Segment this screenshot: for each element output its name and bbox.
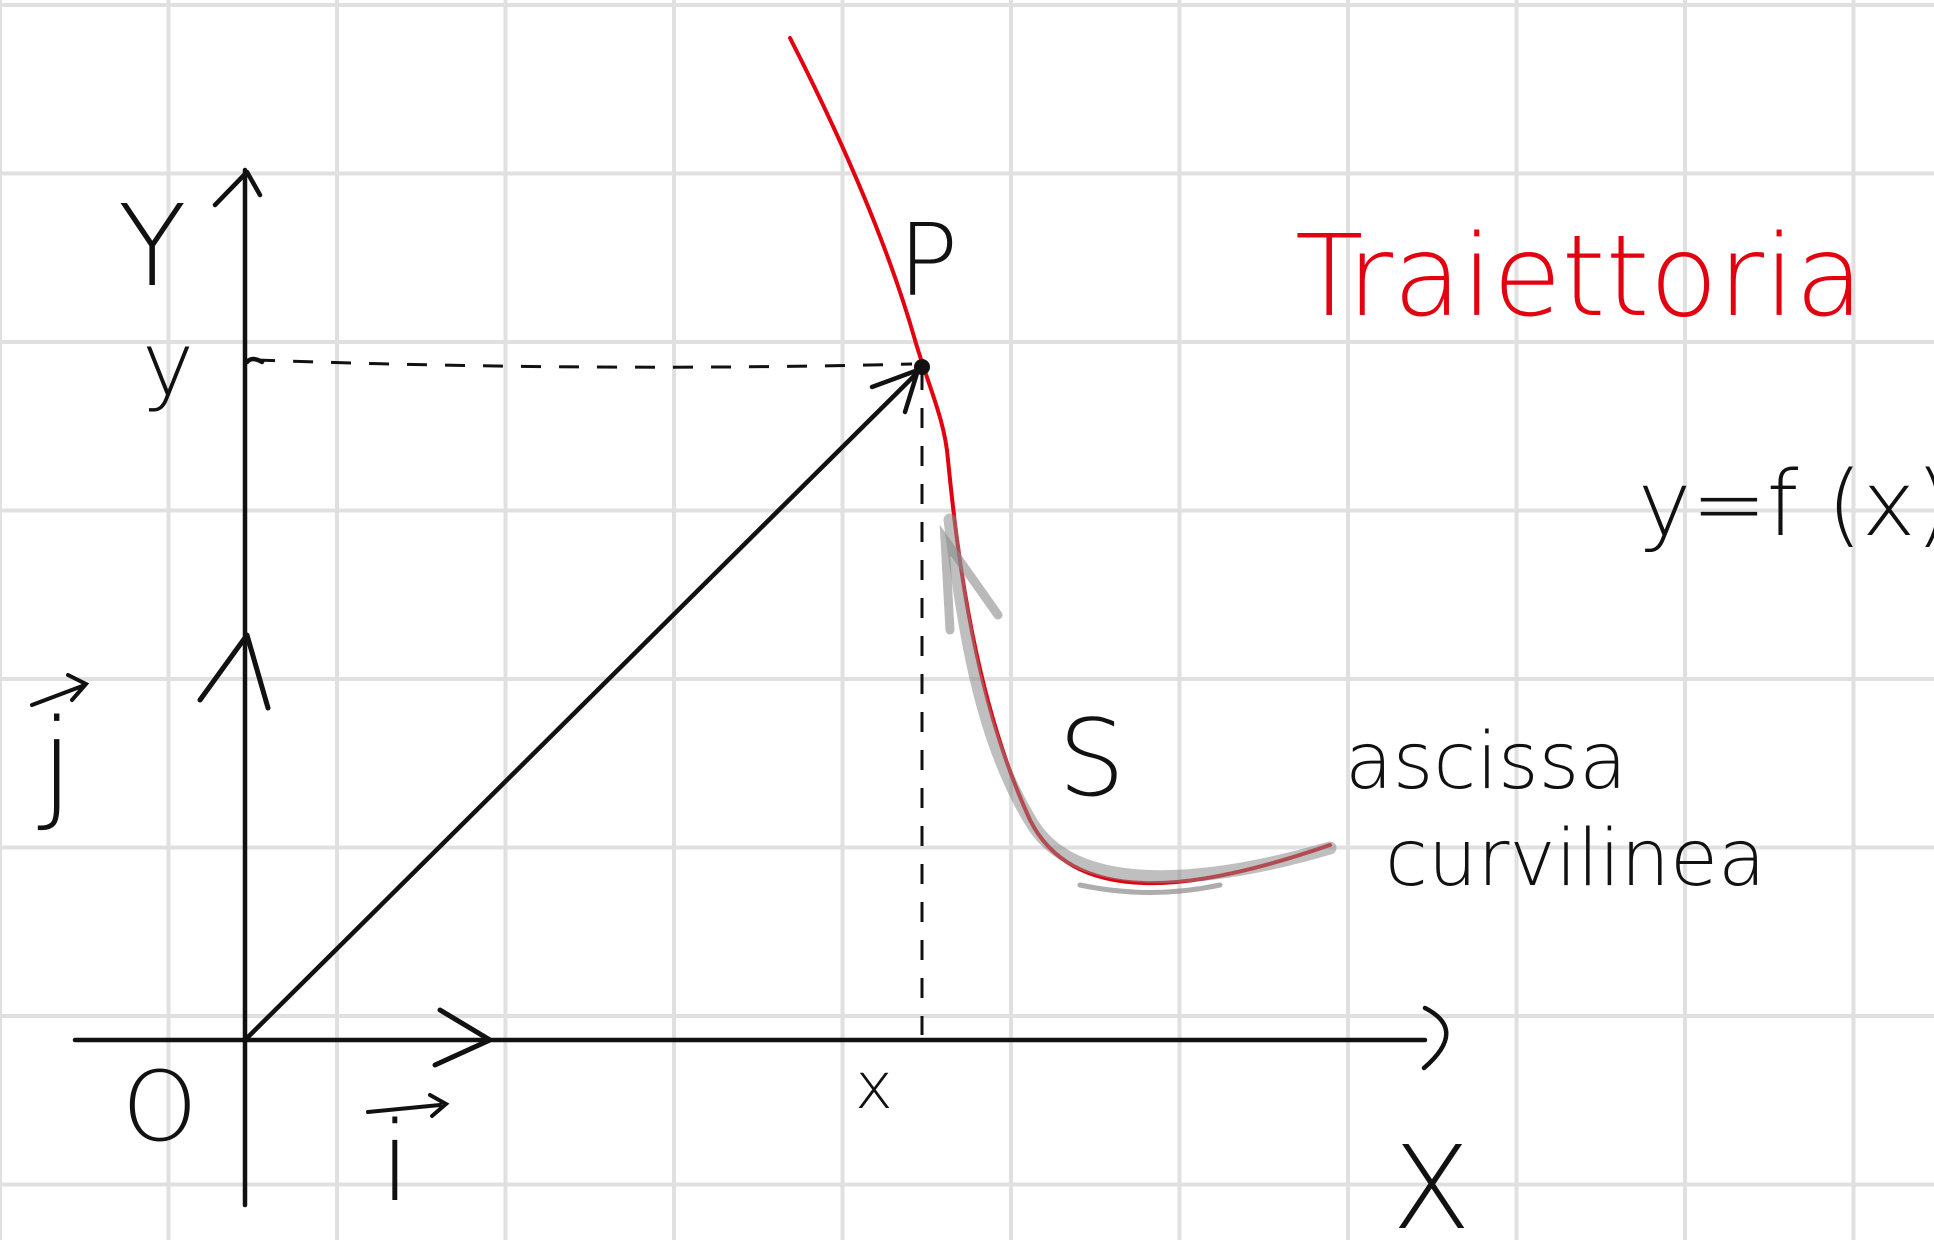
trajectory-title: Traiettoria: [1295, 212, 1864, 342]
arc-length-label: S: [1058, 697, 1125, 820]
x-tick-label: x: [855, 1050, 893, 1124]
unit-vector-i-arrowhead: [432, 1007, 493, 1068]
arc-highlight-arrowhead: [939, 524, 1003, 635]
equation-label: y=f (x): [1638, 452, 1934, 557]
arc-highlight-stroke-2: [1077, 882, 1223, 895]
position-vector-line: [242, 369, 921, 1043]
unit-vectors: [197, 632, 493, 1068]
projection-line-horizontal: [254, 358, 913, 369]
point-p-label: P: [898, 202, 958, 319]
unit-vector-j-arrowhead: [197, 632, 271, 711]
position-vector: [242, 367, 921, 1043]
arc-highlight-stroke: [943, 513, 1337, 884]
y-tick: [244, 356, 265, 365]
axes: [72, 167, 1449, 1208]
unit-vector-i-label: i: [366, 1093, 450, 1226]
y-tick-label: y: [142, 313, 194, 416]
unit-vector-j-letter: j: [37, 695, 73, 834]
x-axis-arrowhead: [1421, 1005, 1449, 1071]
unit-vector-i-overarrow: [366, 1093, 450, 1118]
x-axis-label: X: [1392, 1122, 1471, 1240]
note-line-2: curvilinea: [1385, 814, 1766, 904]
point-p-marker: [914, 359, 930, 375]
unit-vector-j-label: j: [30, 673, 90, 834]
note-line-1: ascissa: [1345, 717, 1627, 807]
arc-length-highlight: [939, 513, 1337, 895]
unit-vector-j-overarrow: [30, 673, 90, 707]
y-axis-label: Y: [118, 182, 186, 312]
unit-vector-i-letter: i: [380, 1098, 411, 1226]
origin-label: O: [122, 1051, 198, 1163]
y-axis-arrowhead: [212, 169, 263, 208]
